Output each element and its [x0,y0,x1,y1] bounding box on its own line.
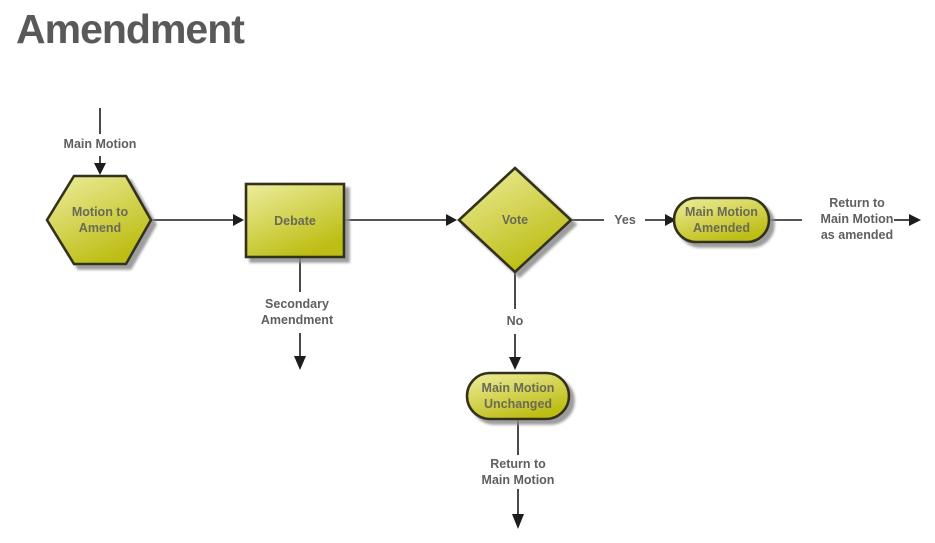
edge-secondary-amendment [294,258,306,370]
node-label-main-motion-unchanged: Main Motion Unchanged [481,381,555,411]
node-label-vote: Vote [501,213,529,227]
edge-label-secondary-amendment: Secondary Amendment [260,297,334,327]
arrowhead-right-icon [233,214,244,226]
hexagon-motion-to-amend [45,174,153,266]
node-label-main-motion-amended: Main Motion Amended [685,205,758,235]
arrowhead-right-icon [665,214,676,226]
edge-label-return-to-main-motion: Return to Main Motion [481,457,555,487]
rect-debate [244,182,346,259]
arrowhead-down-icon [294,356,306,370]
arrowhead-down-icon [509,357,521,370]
arrowhead-right-icon [446,214,457,226]
edge-debate-to-vote [345,214,457,226]
arrowhead-right-icon [909,214,921,226]
page-title: Amendment [16,6,245,52]
arrowhead-down-icon [512,514,524,529]
stadium-main-motion-unchanged [465,371,571,421]
edge-vote-no [509,272,521,370]
edge-return-to-main-motion [512,420,524,529]
edge-return-as-amended [770,214,921,226]
stadium-main-motion-amended [672,196,771,244]
edge-label-return-to-main-motion-as-amended: Return to Main Motion as amended [820,196,894,242]
diamond-vote [457,166,573,274]
edge-vote-yes [571,214,676,226]
edge-amend-to-debate [152,214,244,226]
node-label-debate: Debate [274,213,316,228]
arrowhead-down-icon [94,163,106,175]
edge-label-yes: Yes [614,213,636,227]
edge-main-motion-in [94,108,106,175]
edge-label-no: No [506,314,524,328]
edge-label-main-motion: Main Motion [63,137,137,151]
node-label-motion-to-amend: Motion to Amend [71,205,129,235]
